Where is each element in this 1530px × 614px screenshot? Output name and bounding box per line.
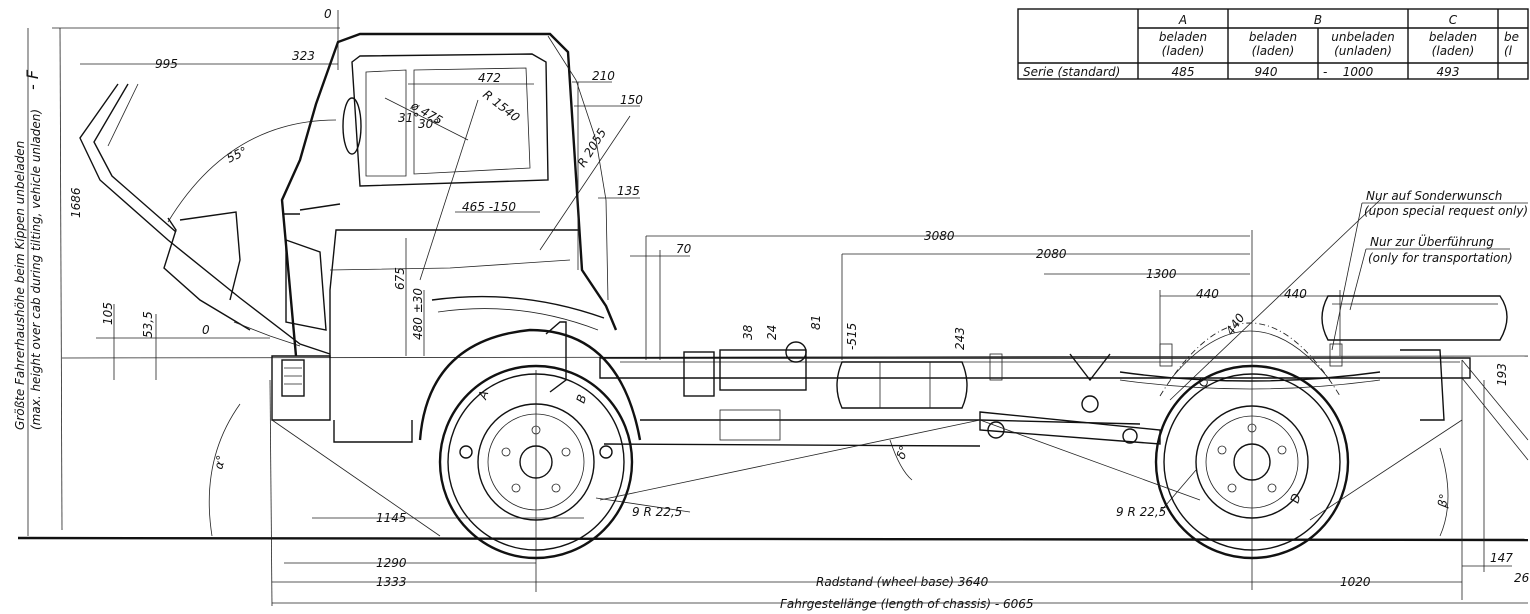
dim-chassis-length: Fahrgestellänge (length of chassis) - 60…	[780, 597, 1034, 611]
dim-2080: 2080	[1036, 247, 1067, 261]
table-value-b-unladen: 1000	[1343, 65, 1374, 79]
table-group-c: C	[1449, 13, 1458, 27]
notes: Nur auf Sonderwunsch (upon special reque…	[1331, 189, 1528, 351]
dim-1333: 1333	[376, 575, 407, 589]
tilted-cab-outline	[79, 83, 331, 355]
dim-24: 24	[765, 325, 779, 340]
table-value-b-laden: 940	[1255, 65, 1278, 79]
table-sub-5b: (l	[1504, 44, 1513, 58]
dim-wheelbase: Radstand (wheel base) 3640	[816, 575, 989, 589]
dim-472: 472	[478, 71, 501, 85]
angle-alpha: α°	[211, 454, 228, 471]
table-sub-4b: (laden)	[1432, 44, 1475, 58]
reference-lines	[17, 27, 1529, 607]
dim-30-deg: 30°	[418, 117, 439, 131]
tyre-rear-label: 9 R 22,5	[1116, 505, 1166, 519]
note-transport-de: Nur zur Überführung	[1370, 233, 1494, 249]
dim-135: 135	[617, 184, 640, 198]
dim-515: -515	[845, 323, 859, 350]
load-table: A B C beladen (laden) beladen (laden) un…	[1017, 8, 1529, 80]
dim-105: 105	[101, 302, 115, 325]
table-sub-1a: beladen	[1159, 30, 1207, 44]
table-value-a: 485	[1172, 65, 1195, 79]
letter-a: A	[475, 389, 491, 402]
table-sub-5a: be	[1504, 30, 1519, 44]
note-special-de: Nur auf Sonderwunsch	[1366, 189, 1502, 203]
table-value-b-dash: -	[1323, 65, 1327, 79]
tyre-front-label: 9 R 22,5	[632, 505, 682, 519]
dim-zero-top: 0	[324, 7, 332, 21]
note-transport-en: (only for transportation)	[1368, 251, 1513, 265]
dimension-lines: 995 323 0 1686 55° 472 210 150 135 ø 475…	[52, 7, 1530, 611]
angle-lines	[271, 419, 1463, 537]
dim-995: 995	[155, 57, 178, 71]
dim-440-c: 440	[1223, 311, 1248, 338]
dim-1020: 1020	[1340, 575, 1371, 589]
dim-465: 465 -150	[462, 200, 516, 214]
table-sub-3a: unbeladen	[1331, 30, 1395, 44]
dim-1145: 1145	[376, 511, 407, 525]
angle-beta: β°	[1435, 493, 1451, 510]
table-group-a: A	[1178, 13, 1187, 27]
dim-r2055: R 2055	[575, 126, 610, 170]
table-sub-1b: (laden)	[1162, 44, 1205, 58]
dim-26: 26	[1514, 571, 1530, 585]
dim-210: 210	[592, 69, 615, 83]
dim-440-b: 440	[1284, 287, 1307, 301]
dim-1290: 1290	[376, 556, 407, 570]
table-value-c: 493	[1437, 65, 1460, 79]
cab	[271, 32, 642, 443]
dim-535: 53,5	[141, 311, 155, 338]
dim-323: 323	[292, 49, 315, 63]
rear-wheel	[1154, 322, 1350, 560]
side-label: Größte Fahrerhaushöhe beim Kippen unbela…	[13, 69, 43, 430]
table-sub-2a: beladen	[1249, 30, 1297, 44]
dim-480: 480 ±30	[411, 288, 425, 340]
dim-147: 147	[1490, 551, 1513, 565]
dim-zero-mid: 0	[202, 323, 210, 337]
front-wheel	[438, 364, 634, 560]
side-label-de: Größte Fahrerhaushöhe beim Kippen unbela…	[13, 141, 27, 430]
dim-81: 81	[809, 315, 823, 330]
dim-150: 150	[620, 93, 643, 107]
table-sub-3b: (unladen)	[1334, 44, 1392, 58]
side-label-marker: - F	[23, 69, 42, 90]
dim-38: 38	[741, 324, 755, 340]
side-label-en: (max. height over cab during tilting, ve…	[29, 109, 43, 430]
table-row-label: Serie (standard)	[1023, 65, 1120, 79]
dim-440-a: 440	[1196, 287, 1219, 301]
table-sub-2b: (laden)	[1252, 44, 1295, 58]
table-group-b: B	[1314, 13, 1322, 27]
dim-193: 193	[1495, 363, 1509, 386]
dim-675: 675	[393, 267, 407, 290]
dim-1686: 1686	[69, 187, 83, 218]
table-sub-4a: beladen	[1429, 30, 1477, 44]
dim-3080: 3080	[924, 229, 955, 243]
dim-1300: 1300	[1146, 267, 1177, 281]
letter-b: B	[574, 393, 590, 405]
dim-243: 243	[953, 327, 967, 350]
dim-31-deg: 31°	[398, 111, 419, 125]
dim-r1540: R 1540	[480, 87, 523, 125]
dim-55-deg: 55°	[224, 144, 249, 166]
chassis-frame	[545, 295, 1529, 461]
dim-70: 70	[676, 242, 692, 256]
angle-delta: δ°	[894, 444, 912, 461]
note-special-en: (upon special request only)	[1364, 204, 1528, 218]
